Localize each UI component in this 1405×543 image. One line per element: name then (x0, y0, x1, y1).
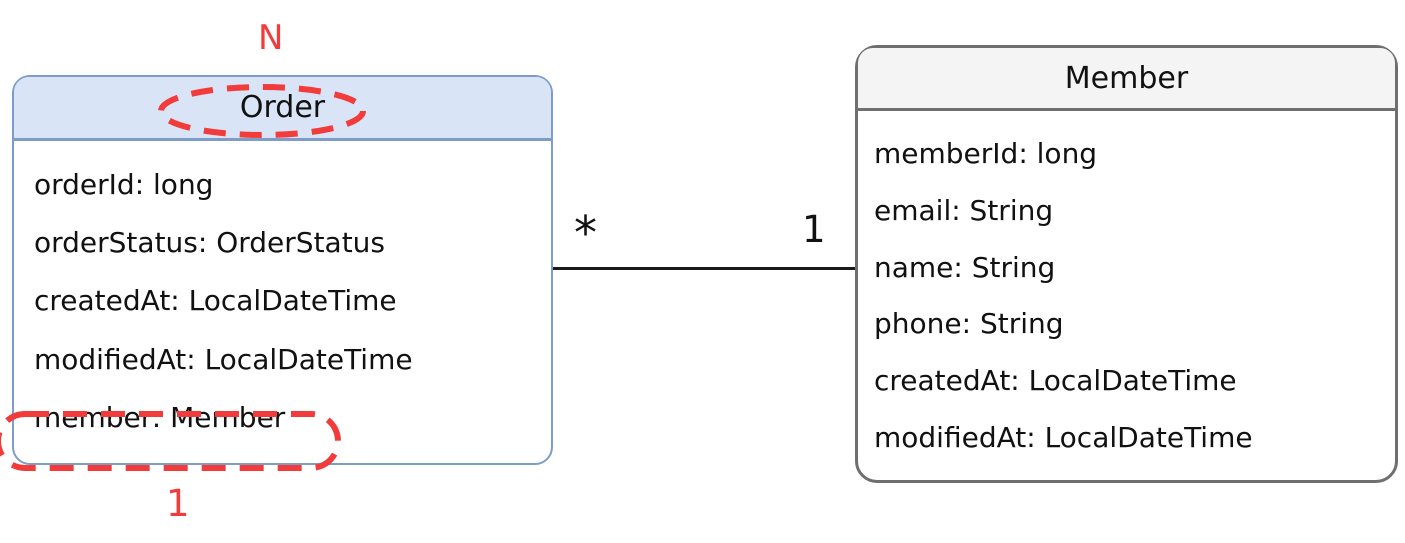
cardinality-one-annotation: 1 (166, 482, 190, 525)
order-class-fields: orderId: long orderStatus: OrderStatus c… (14, 141, 551, 462)
member-class-box: Member memberId: long email: String name… (855, 45, 1398, 483)
order-field-orderstatus: orderStatus: OrderStatus (34, 226, 386, 260)
order-field-modifiedat: modifiedAt: LocalDateTime (34, 342, 413, 376)
cardinality-n-annotation: N (258, 18, 284, 58)
member-field-email: email: String (874, 193, 1054, 227)
association-line (553, 267, 855, 270)
member-field-modifiedat: modifiedAt: LocalDateTime (874, 421, 1253, 455)
member-class-title: Member (1064, 60, 1189, 96)
member-field-phone: phone: String (874, 307, 1064, 341)
member-field-memberid: memberId: long (874, 136, 1098, 170)
order-field-orderid: orderId: long (34, 168, 214, 202)
order-field-member: member: Member (34, 400, 286, 434)
member-field-createdat: createdAt: LocalDateTime (874, 364, 1237, 398)
order-field-createdat: createdAt: LocalDateTime (34, 284, 397, 318)
multiplicity-one: 1 (802, 208, 826, 251)
member-class-fields: memberId: long email: String name: Strin… (858, 111, 1395, 481)
member-field-name: name: String (874, 250, 1056, 284)
order-class-title: Order (239, 90, 326, 125)
member-class-header: Member (858, 48, 1395, 111)
order-class-box: Order orderId: long orderStatus: OrderSt… (12, 75, 553, 465)
multiplicity-many: * (574, 206, 597, 260)
order-class-header: Order (14, 77, 551, 141)
